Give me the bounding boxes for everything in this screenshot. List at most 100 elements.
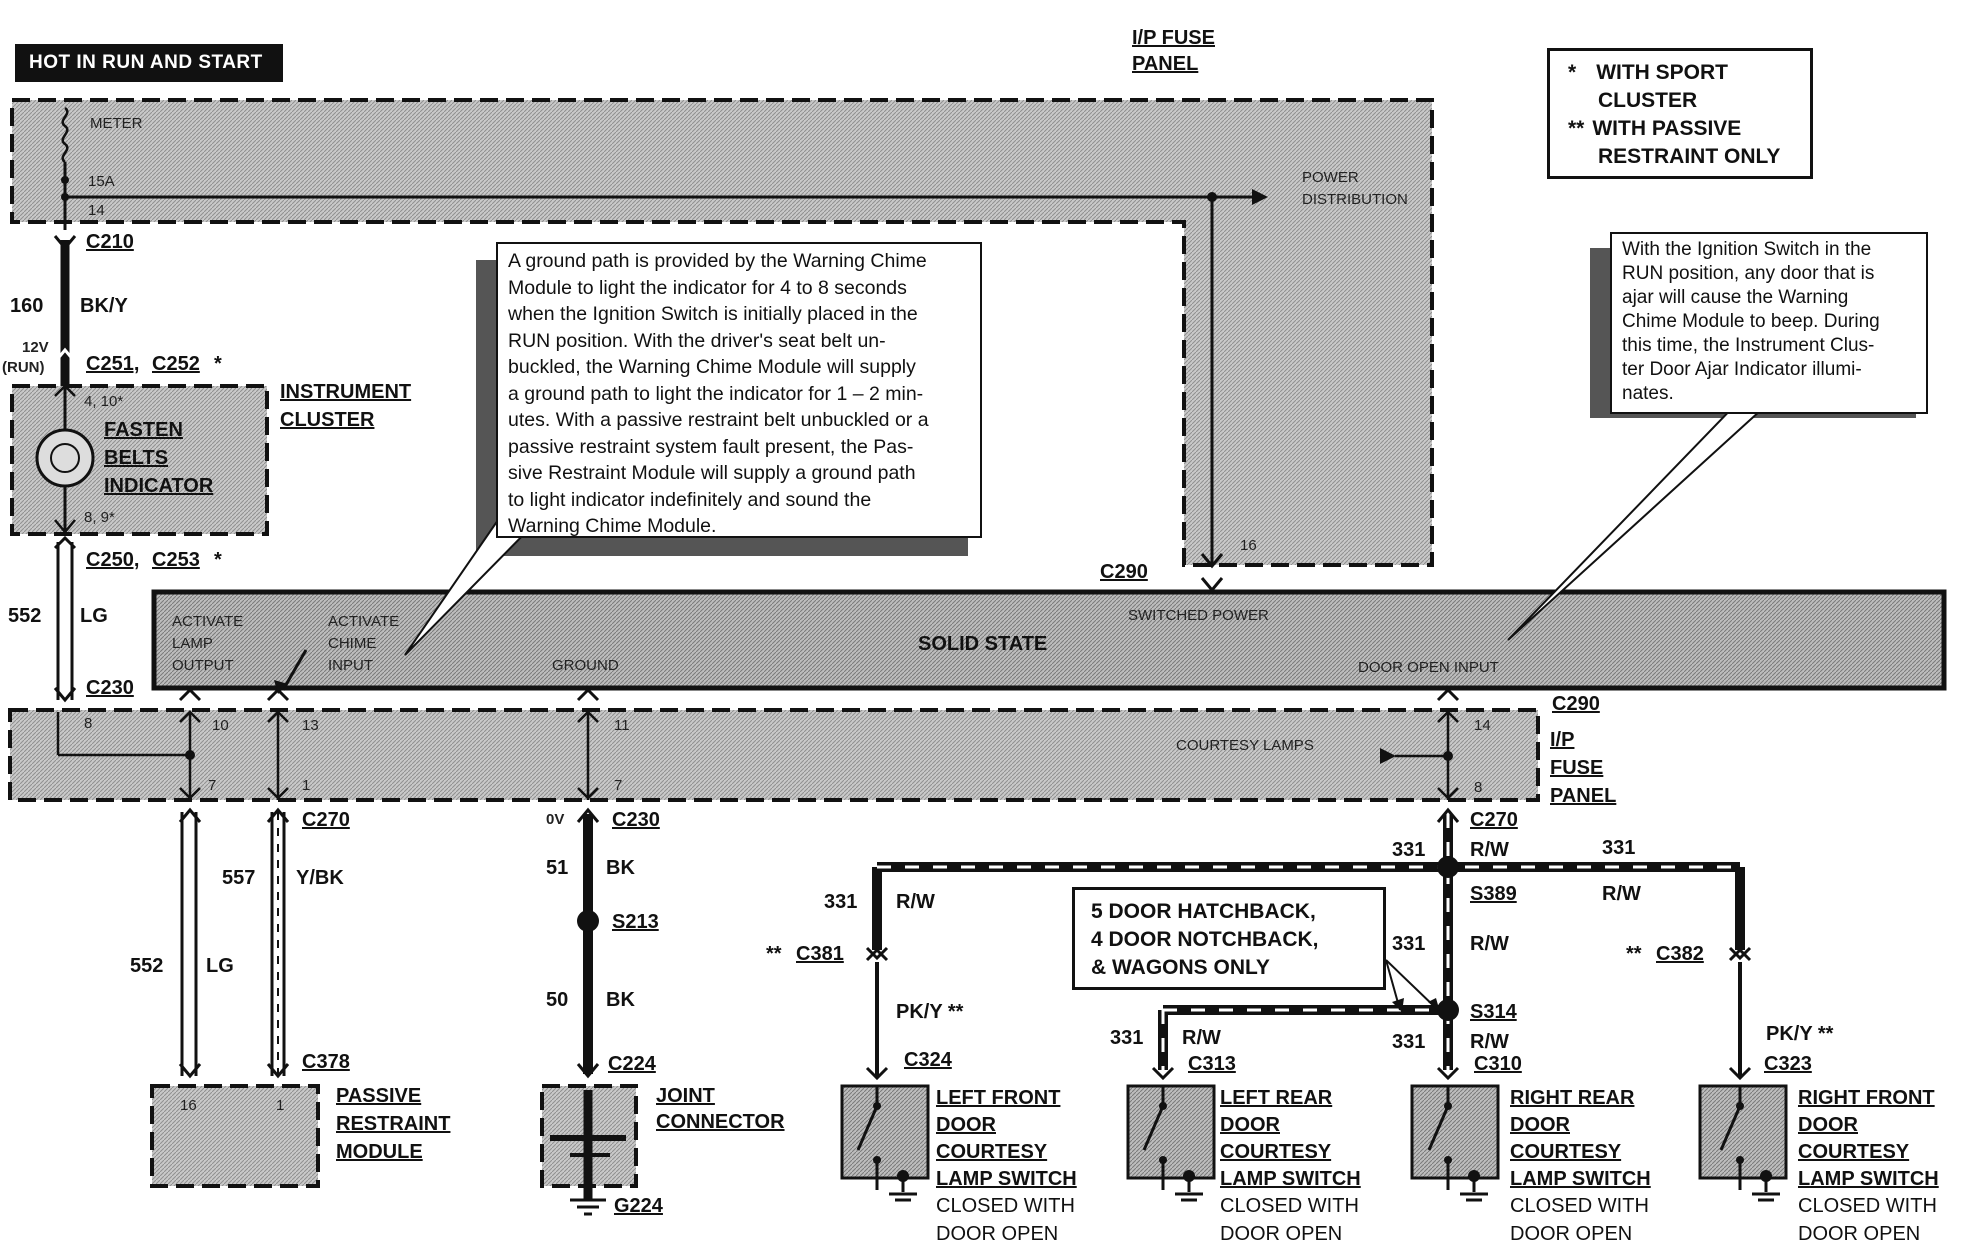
- activate-chime-3: INPUT: [328, 657, 373, 674]
- passive-restraint-box: [150, 1084, 320, 1188]
- w331-b: 331: [1602, 837, 1635, 859]
- bk-2: BK: [606, 989, 635, 1011]
- pin-14: 14: [1474, 717, 1491, 734]
- note-left-line: when the Ignition Switch is initially pl…: [508, 303, 918, 325]
- door-open-input: DOOR OPEN INPUT: [1358, 659, 1499, 676]
- ground-symbols: [889, 1176, 1780, 1202]
- c290-lower: C290: [1552, 693, 1600, 715]
- rw-c: R/W: [896, 891, 935, 913]
- note-left-line: passive restraint system fault present, …: [508, 435, 914, 458]
- activate-chime-2: CHIME: [328, 635, 376, 652]
- note-right-line: this time, the Instrument Clus-: [1622, 335, 1875, 356]
- w331-c: 331: [824, 891, 857, 913]
- pin16: 16: [180, 1097, 197, 1114]
- note-right-line: With the Ignition Switch in the: [1622, 239, 1872, 260]
- amp-label: 15A: [88, 173, 115, 190]
- activate-lamp-2: LAMP: [172, 635, 213, 652]
- sw1-name-4: LAMP SWITCH: [936, 1168, 1077, 1190]
- sw2-name-4: LAMP SWITCH: [1220, 1168, 1361, 1190]
- pky-left: PK/Y **: [896, 1001, 964, 1023]
- c313-label: C313: [1188, 1053, 1236, 1075]
- joint-title-2: CONNECTOR: [656, 1111, 785, 1133]
- s213-label: S213: [612, 911, 659, 933]
- rw-d: R/W: [1470, 933, 1509, 955]
- note-left-line: sive Restraint Module will supply a grou…: [508, 462, 916, 484]
- sw1-name-3: COURTESY: [936, 1141, 1048, 1163]
- door-note-line-2: 4 DOOR NOTCHBACK,: [1091, 928, 1319, 951]
- sw1-state-1: CLOSED WITH: [936, 1195, 1075, 1217]
- sw4-name-1: RIGHT FRONT: [1798, 1087, 1935, 1109]
- ground-label: GROUND: [552, 657, 619, 674]
- sw4-name-3: COURTESY: [1798, 1141, 1910, 1163]
- wire-552-label: 552: [8, 605, 41, 627]
- lower-fuse-panel: [8, 708, 1540, 802]
- pin-8: 8: [84, 715, 92, 732]
- switched-power: SWITCHED POWER: [1128, 607, 1269, 624]
- sw3-state-1: CLOSED WITH: [1510, 1195, 1649, 1217]
- note-left-line: to light indicator indefinitely and soun…: [508, 488, 872, 511]
- switch-boxes: [840, 1084, 1788, 1180]
- ov-label: 0V: [546, 811, 564, 828]
- lg-label: LG: [80, 605, 108, 627]
- w331-a: 331: [1392, 839, 1425, 861]
- sw4-name-4: LAMP SWITCH: [1798, 1168, 1939, 1190]
- note-left-line: Warning Chime Module.: [508, 515, 717, 537]
- fuse-panel-title-2: PANEL: [1132, 53, 1198, 75]
- c251-label: C251,: [86, 353, 139, 375]
- legend-dstar-text-1: WITH PASSIVE: [1592, 117, 1742, 140]
- joint-title-1: JOINT: [656, 1085, 715, 1107]
- passive-title-3: MODULE: [336, 1141, 423, 1163]
- note-left-line: Module to light the indicator for 4 to 8…: [508, 276, 907, 299]
- splice-s314: [1437, 999, 1459, 1021]
- c270-left: C270: [302, 809, 350, 831]
- door-note-line-1: 5 DOOR HATCHBACK,: [1091, 900, 1316, 923]
- wire-552-b: 552: [130, 955, 163, 977]
- sw4-name-2: DOOR: [1798, 1114, 1859, 1136]
- note-right-line: RUN position, any door that is: [1622, 263, 1875, 284]
- splice-s213: [577, 910, 599, 932]
- circuit-label: 14: [88, 202, 105, 219]
- power-dist-2: DISTRIBUTION: [1302, 191, 1408, 208]
- ground-icon: [570, 1198, 606, 1216]
- fasten-3: INDICATOR: [104, 475, 214, 497]
- c381-label: C381: [796, 943, 844, 965]
- door-type-note: 5 DOOR HATCHBACK, 4 DOOR NOTCHBACK, & WA…: [1072, 887, 1386, 990]
- lower-title-2: FUSE: [1550, 757, 1603, 779]
- arrow-icon: [1252, 189, 1268, 205]
- sw1-state-2: DOOR OPEN: [936, 1223, 1058, 1245]
- rw-b: R/W: [1602, 883, 1641, 905]
- wire-51: 51: [546, 857, 568, 879]
- star-2: *: [214, 549, 222, 571]
- c310-label: C310: [1474, 1053, 1522, 1075]
- pin-11: 11: [614, 717, 630, 734]
- sw3-state-2: DOOR OPEN: [1510, 1223, 1632, 1245]
- note-left-line: RUN position. With the driver's seat bel…: [508, 329, 886, 352]
- fasten-2: BELTS: [104, 447, 168, 469]
- c230-ground: C230: [612, 809, 660, 831]
- pin-1: 1: [302, 777, 310, 794]
- activate-chime-1: ACTIVATE: [328, 613, 399, 630]
- star-1: *: [214, 353, 222, 375]
- hot-in-run-banner: HOT IN RUN AND START: [15, 44, 283, 82]
- lg-b: LG: [206, 955, 234, 977]
- activate-lamp-1: ACTIVATE: [172, 613, 243, 630]
- legend-dstar: **: [1568, 117, 1585, 140]
- legend-box: *WITH SPORT CLUSTER **WITH PASSIVE RESTR…: [1547, 48, 1813, 179]
- sw1-name-2: DOOR: [936, 1114, 997, 1136]
- ic-pin-top: 4, 10*: [84, 393, 123, 410]
- pky-right: PK/Y **: [1766, 1023, 1834, 1045]
- instrument-cluster-box: [10, 384, 269, 536]
- c382-label: C382: [1656, 943, 1704, 965]
- rw-f: R/W: [1470, 1031, 1509, 1053]
- note-right-line: nates.: [1622, 383, 1674, 404]
- sw3-name-1: RIGHT REAR: [1510, 1087, 1635, 1109]
- sw3-name-2: DOOR: [1510, 1114, 1571, 1136]
- pin-10: 10: [212, 717, 229, 734]
- pin-13: 13: [302, 717, 319, 734]
- sw1-name-1: LEFT FRONT: [936, 1087, 1060, 1109]
- c323-label: C323: [1764, 1053, 1812, 1075]
- pin1-b: 1: [276, 1097, 284, 1114]
- dstar-c381: **: [766, 943, 782, 965]
- bky-label: BK/Y: [80, 295, 128, 317]
- s389-label: S389: [1470, 883, 1517, 905]
